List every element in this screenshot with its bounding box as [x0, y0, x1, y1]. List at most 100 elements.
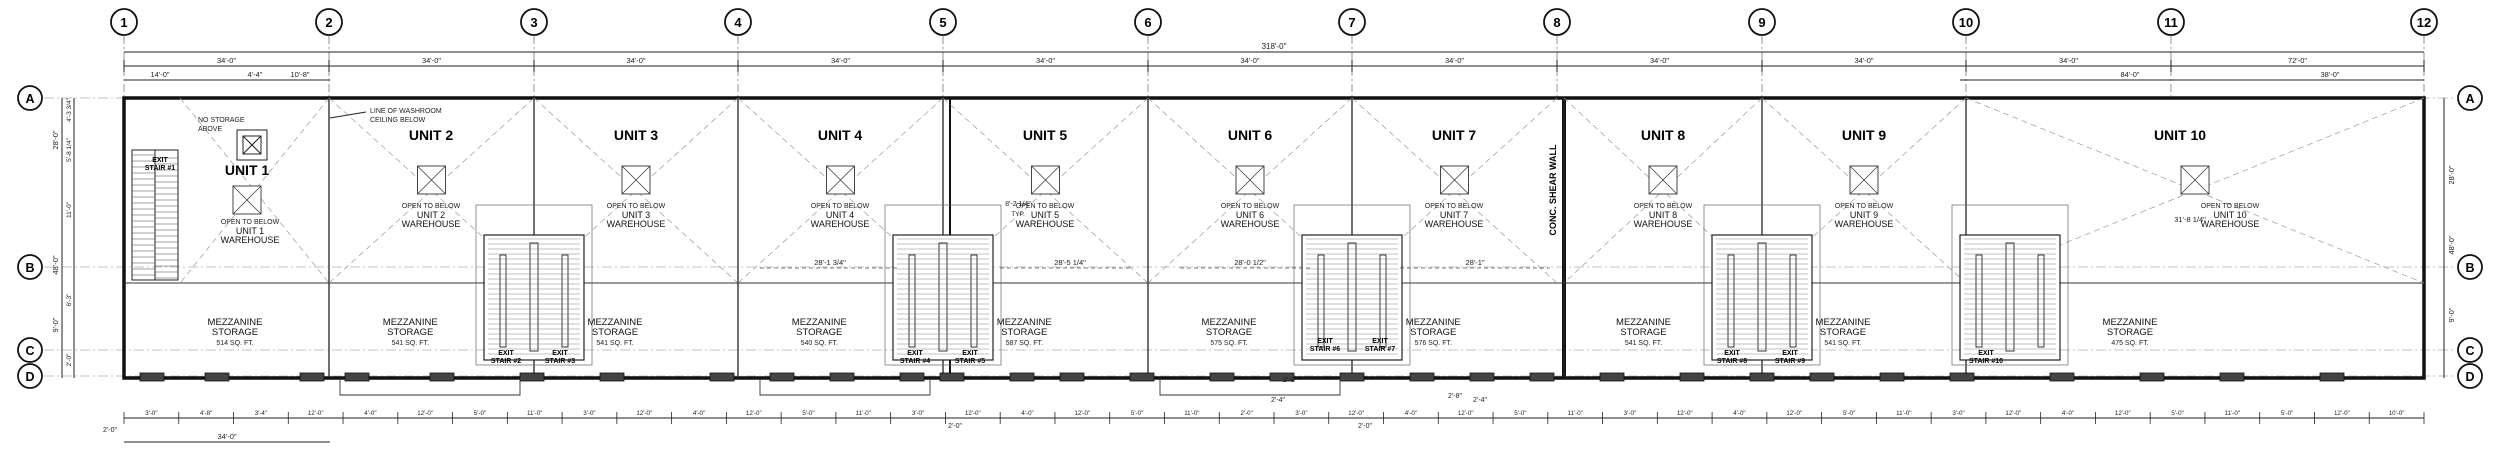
bottom-chain-dim: 11'-0": [1896, 410, 1911, 417]
warehouse-label-10: UNIT 10: [2213, 210, 2246, 220]
unit10-dim-a: 84'-0": [2120, 70, 2139, 79]
bottom-chain-dim: 12'-0": [2115, 410, 2131, 417]
warehouse-label-5: UNIT 5: [1031, 210, 1059, 220]
left-chain-d: 6'-3": [66, 293, 73, 307]
bay-dim-7: 34'-0": [1445, 56, 1464, 65]
bay-dim-6: 34'-0": [1240, 56, 1259, 65]
bottom-chain-dim: 3'-0": [583, 410, 595, 417]
left-chain-a: 4'-3 3/4": [66, 97, 73, 121]
open-to-below-8: OPEN TO BELOW: [1634, 203, 1693, 210]
mezzanine-label-2: MEZZANINE: [383, 317, 438, 328]
exit-stair-label-9: STAIR #9: [1775, 358, 1805, 365]
bottom-chain-dim: 11'-0": [2225, 410, 2240, 417]
exit-stair-label-7: EXIT: [1372, 338, 1388, 345]
bottom-chain-dim: 12'-0": [636, 410, 652, 417]
dim-8-2: 8'-2 1/4": [1005, 201, 1031, 208]
mezzanine-area-4: 540 SQ. FT.: [801, 340, 838, 347]
warehouse-label-4: WAREHOUSE: [811, 219, 870, 229]
column-label-11: 11: [2164, 15, 2178, 30]
right-dim-28: 28'-0": [2447, 165, 2456, 184]
row-bubble-C-right: [2457, 337, 2483, 363]
column-label-6: 6: [1144, 15, 1151, 30]
column-label-3: 3: [530, 15, 537, 30]
exit-stair-label-1: STAIR #1: [145, 165, 175, 172]
bottom-chain-dim: 4'-0": [693, 410, 705, 417]
bottom-chain-dim: 4'-8": [200, 410, 212, 417]
unit1-dim-a: 14'-0": [150, 70, 169, 79]
bottom-chain-dim: 3'-0": [912, 410, 924, 417]
mezzanine-label-9: STORAGE: [1820, 327, 1866, 338]
mezzanine-label-5: STORAGE: [1001, 327, 1047, 338]
column-label-8: 8: [1553, 15, 1560, 30]
mezzanine-label-2: STORAGE: [387, 327, 433, 338]
bottom-chain-dim: 3'-0": [1295, 410, 1307, 417]
row-label-B-left: B: [25, 261, 34, 275]
bottom-chain-dim: 3'-4": [255, 410, 267, 417]
bottom-chain-dim: 11'-0": [1184, 410, 1199, 417]
row-label-C-left: C: [25, 344, 34, 358]
exit-stair-label-7: STAIR #7: [1365, 346, 1395, 353]
mezzanine-label-3: STORAGE: [592, 327, 638, 338]
row-label-A-left: A: [25, 92, 34, 106]
row-bubble-B-right: [2457, 254, 2483, 280]
bottom-chain-dim: 4'-0": [2062, 410, 2074, 417]
unit-title-1: UNIT 1: [225, 162, 270, 178]
warehouse-label-1: UNIT 1: [236, 226, 264, 236]
mezzanine-label-5: MEZZANINE: [997, 317, 1052, 328]
bottom-chain-dim: 12'-0": [1786, 410, 1802, 417]
dim-2-0-a: 2'-0": [948, 423, 962, 430]
row-label-C-right: C: [2465, 344, 2474, 358]
column-bubble-7: [1338, 8, 1366, 36]
mezzanine-area-1: 514 SQ. FT.: [216, 340, 253, 347]
column-label-2: 2: [325, 15, 332, 30]
column-bubble-12: [2410, 8, 2438, 36]
dim-2-4-a: 2'-4": [1271, 397, 1285, 404]
bottom-chain-dim: 12'-0": [746, 410, 762, 417]
mezzanine-area-2: 541 SQ. FT.: [392, 340, 429, 347]
column-bubble-10: [1952, 8, 1980, 36]
left-dim-48: 48'-0": [51, 255, 60, 274]
left-dim-9: 9'-0": [51, 317, 60, 332]
mezzanine-label-6: STORAGE: [1206, 327, 1252, 338]
bottom-chain-dim: 5'-0": [1843, 410, 1855, 417]
column-bubble-4: [724, 8, 752, 36]
warehouse-label-10: WAREHOUSE: [2201, 219, 2260, 229]
bottom-dim-2: 2'-0": [103, 427, 117, 434]
column-label-1: 1: [120, 15, 127, 30]
width-dim-4: 28'-1 3/4": [814, 258, 846, 267]
unit1-dim-c: 10'-8": [290, 70, 309, 79]
unit1-dim-b: 4'-4": [248, 70, 263, 79]
warehouse-label-9: WAREHOUSE: [1835, 219, 1894, 229]
open-to-below-1: OPEN TO BELOW: [221, 219, 280, 226]
warehouse-label-9: UNIT 9: [1850, 210, 1878, 220]
warehouse-label-3: WAREHOUSE: [607, 219, 666, 229]
mezzanine-label-9: MEZZANINE: [1816, 317, 1871, 328]
open-to-below-3: OPEN TO BELOW: [607, 203, 666, 210]
front-openings: [139, 372, 2345, 396]
mezzanine-area-8: 541 SQ. FT.: [1625, 340, 1662, 347]
row-bubble-D-left: [17, 363, 43, 389]
right-dim-9: 9'-0": [2447, 307, 2456, 322]
unit-title-10: UNIT 10: [2154, 127, 2206, 143]
column-bubble-6: [1134, 8, 1162, 36]
column-bubble-2: [315, 8, 343, 36]
exit-stair-label-4: EXIT: [907, 350, 923, 357]
building-outline: [122, 96, 2426, 380]
bottom-chain-dim: 5'-0": [2171, 410, 2183, 417]
dim-2-0-b: 2'-0": [1358, 423, 1372, 430]
open-to-below-4: OPEN TO BELOW: [811, 203, 870, 210]
bottom-chain-dim: 12'-0": [1348, 410, 1364, 417]
bay-dim-4: 34'-0": [831, 56, 850, 65]
unit-title-9: UNIT 9: [1842, 127, 1887, 143]
bottom-chain-dim: 12'-0": [1677, 410, 1693, 417]
bottom-chain-dim: 4'-0": [1021, 410, 1033, 417]
right-dim-48: 48'-0": [2447, 235, 2456, 254]
unit10-dim-b: 38'-0": [2320, 70, 2339, 79]
exit-stair-label-8: STAIR #8: [1717, 358, 1747, 365]
mezzanine-label-8: MEZZANINE: [1616, 317, 1671, 328]
unit-title-2: UNIT 2: [409, 127, 454, 143]
warehouse-label-4: UNIT 4: [826, 210, 854, 220]
column-bubble-9: [1748, 8, 1776, 36]
